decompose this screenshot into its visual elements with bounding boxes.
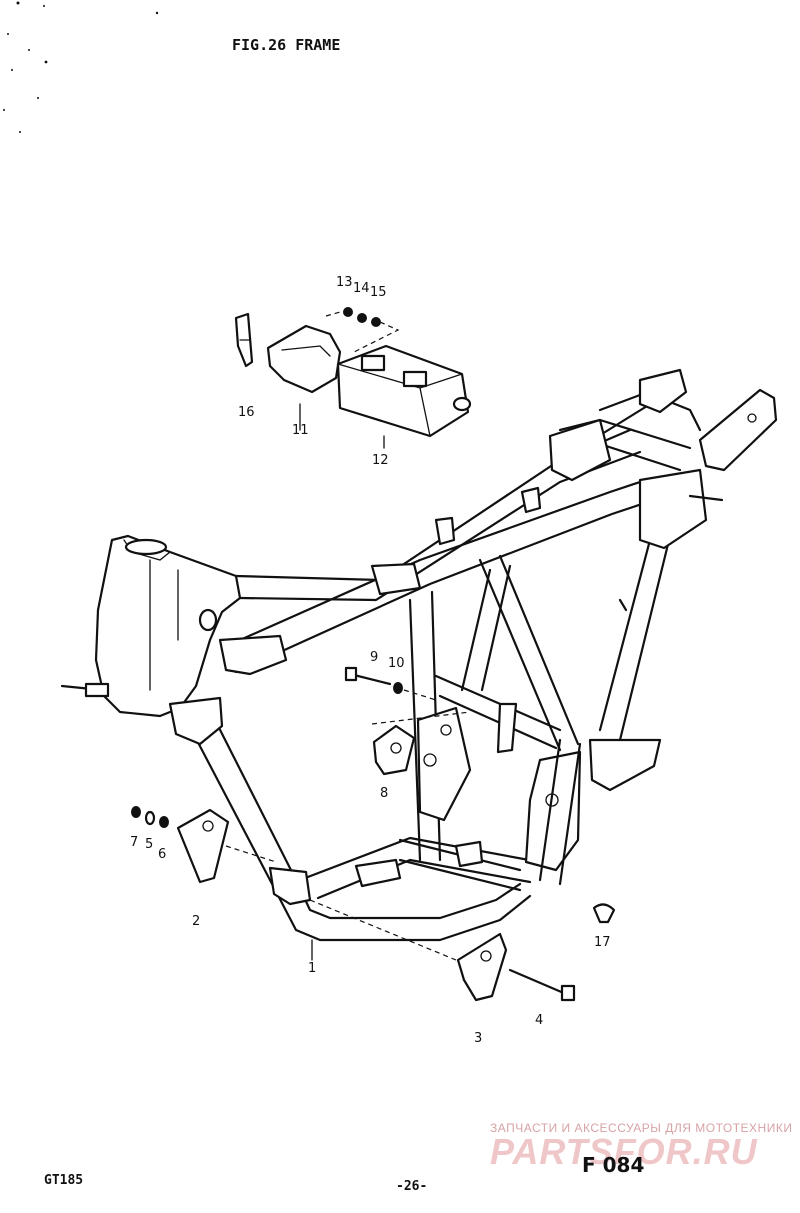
scan-noise bbox=[3, 1, 159, 133]
plug-17 bbox=[592, 903, 616, 924]
bracket-8 bbox=[372, 724, 416, 776]
callout-7: 7 bbox=[130, 835, 138, 850]
callout-5: 5 bbox=[145, 837, 153, 852]
callout-2: 2 bbox=[192, 914, 200, 929]
page-title: FIG.26 FRAME bbox=[232, 36, 340, 54]
callout-1: 1 bbox=[308, 961, 316, 976]
callout-4: 4 bbox=[535, 1013, 543, 1028]
figure-code: F 084 bbox=[582, 1153, 644, 1177]
callout-9: 9 bbox=[370, 650, 378, 665]
page-number: -26- bbox=[396, 1179, 427, 1194]
callout-14: 14 bbox=[353, 281, 370, 296]
callout-16: 16 bbox=[238, 405, 255, 420]
callout-labels: 1 2 3 4 5 6 7 8 9 10 11 12 13 14 15 16 1… bbox=[130, 275, 611, 1046]
callout-10: 10 bbox=[388, 656, 405, 671]
main-frame bbox=[60, 368, 778, 942]
callout-6: 6 bbox=[158, 847, 166, 862]
bracket-2 bbox=[176, 808, 230, 884]
callout-11: 11 bbox=[292, 423, 309, 438]
callout-12: 12 bbox=[372, 453, 389, 468]
callout-8: 8 bbox=[380, 786, 388, 801]
callout-17: 17 bbox=[594, 935, 611, 950]
watermark-tagline: ЗАПЧАСТИ И АКСЕССУАРЫ ДЛЯ МОТОТЕХНИКИ bbox=[490, 1121, 792, 1135]
tray-11 bbox=[266, 324, 342, 394]
model-name: GT185 bbox=[44, 1173, 83, 1188]
callout-13: 13 bbox=[336, 275, 353, 290]
small-parts bbox=[131, 403, 616, 1002]
watermark: ЗАПЧАСТИ И АКСЕССУАРЫ ДЛЯ МОТОТЕХНИКИ PA… bbox=[490, 1121, 792, 1172]
box-12 bbox=[336, 344, 470, 438]
watermark-brand: PARTSFOR.RU bbox=[490, 1131, 758, 1172]
battery-box-group bbox=[234, 307, 472, 438]
callout-15: 15 bbox=[370, 285, 387, 300]
callout-3: 3 bbox=[474, 1031, 482, 1046]
bracket-3 bbox=[456, 932, 508, 1002]
